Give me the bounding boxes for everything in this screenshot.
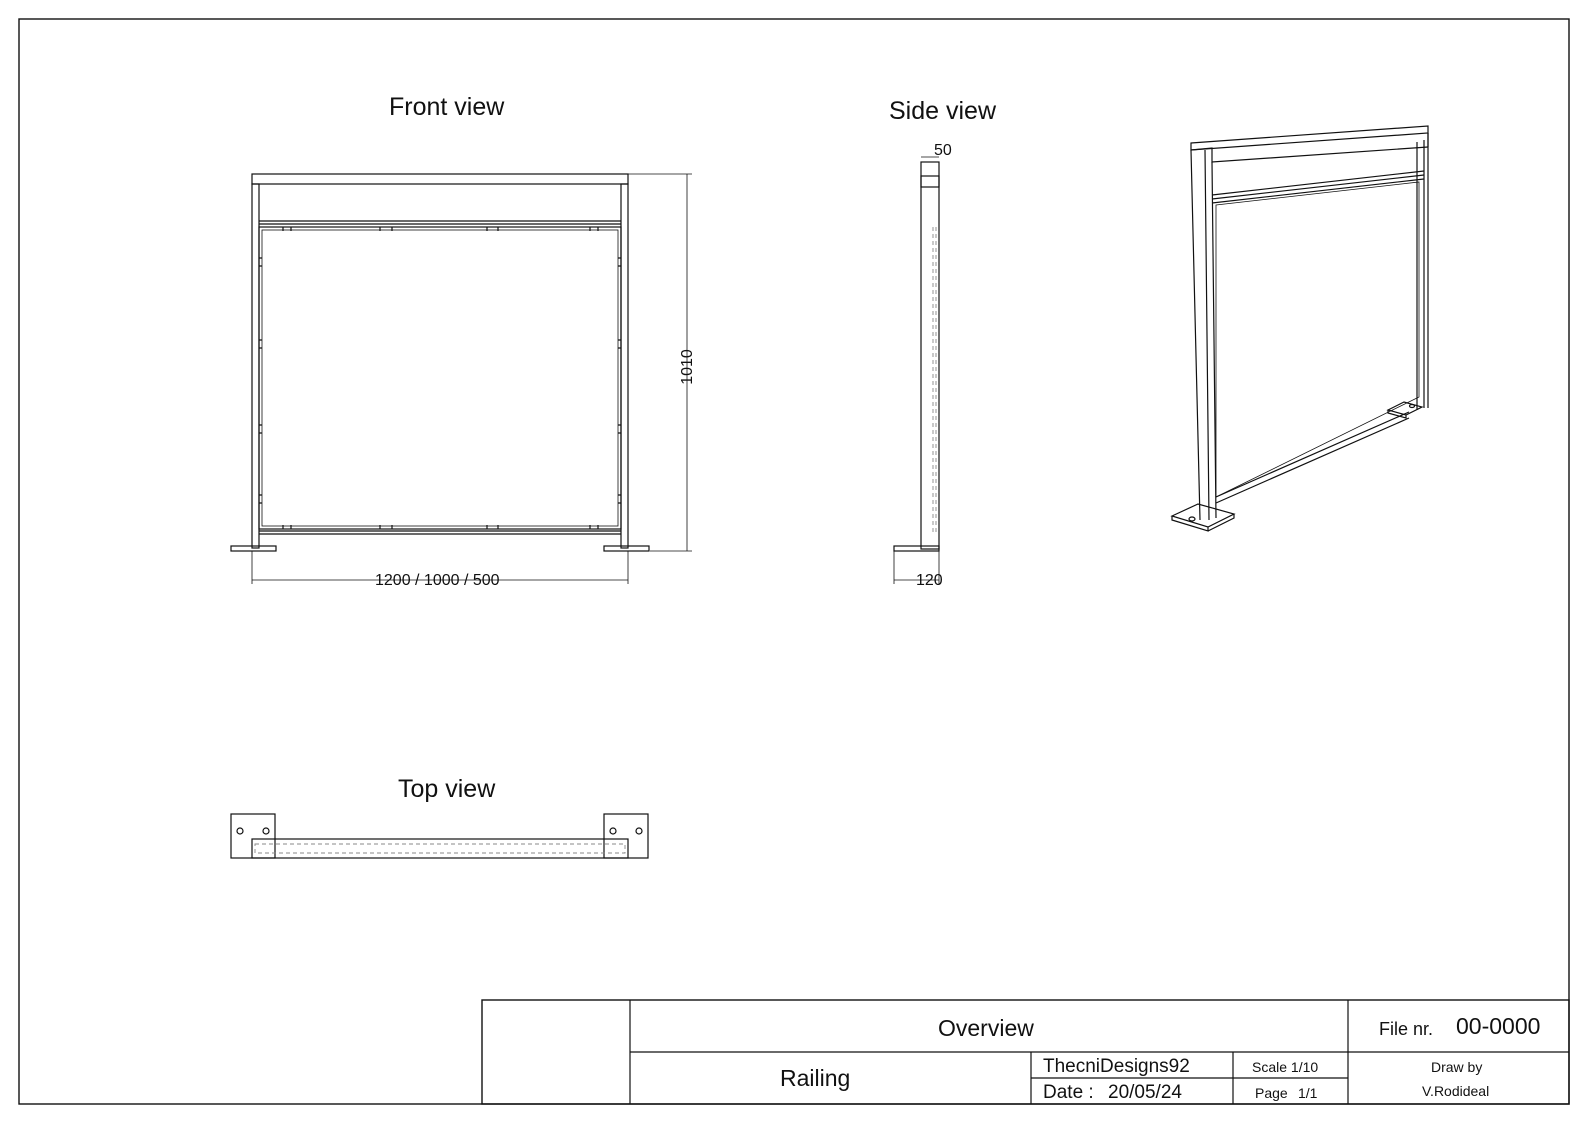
front-view <box>230 173 692 584</box>
scale-value: Scale 1/10 <box>1252 1059 1319 1075</box>
file-number: 00-0000 <box>1456 1013 1541 1039</box>
front-height-dimension: 1010 <box>678 349 696 385</box>
isometric-view <box>1170 125 1429 532</box>
drawn-by-name: V.Rodideal <box>1422 1083 1490 1099</box>
date-value: 20/05/24 <box>1108 1082 1182 1103</box>
date-label: Date : <box>1043 1082 1094 1103</box>
drawing-title: Overview <box>938 1015 1034 1041</box>
front-view-title: Front view <box>389 93 505 121</box>
page-value: 1/1 <box>1298 1085 1318 1101</box>
top-view <box>230 813 649 859</box>
drawn-by-label: Draw by <box>1431 1059 1483 1075</box>
author-company: ThecniDesigns92 <box>1043 1056 1190 1077</box>
side-view-title: Side view <box>889 97 996 125</box>
side-view <box>893 156 940 584</box>
title-block <box>481 999 1570 1105</box>
page-label: Page <box>1255 1085 1288 1101</box>
side-base-dimension: 120 <box>916 572 943 589</box>
side-top-dimension: 50 <box>934 142 952 159</box>
file-number-label: File nr. <box>1379 1019 1434 1039</box>
part-name: Railing <box>780 1065 851 1091</box>
top-view-title: Top view <box>398 775 496 803</box>
front-width-dimension: 1200 / 1000 / 500 <box>375 572 500 589</box>
